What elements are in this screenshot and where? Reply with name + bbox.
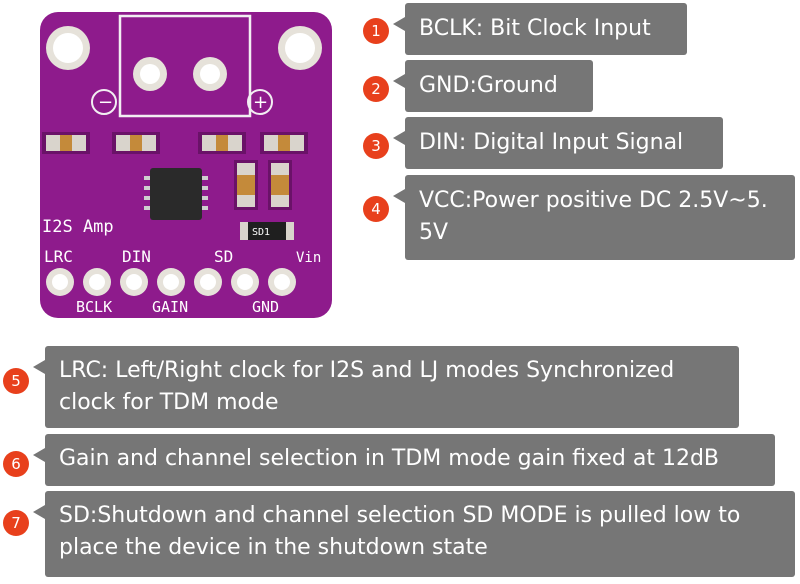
amplifier-chip <box>150 168 202 220</box>
callout-din: DIN: Digital Input Signal <box>393 117 723 169</box>
callout-lrc-line1: LRC: Left/Right clock for I2S and LJ mod… <box>59 358 675 383</box>
board-title: I2S Amp <box>42 217 114 237</box>
resistor-marking: SD1 <box>252 227 270 238</box>
plus-symbol: + <box>253 92 268 113</box>
pin-label-sd: SD <box>214 247 233 266</box>
badge-5: 5 <box>3 368 29 394</box>
badge-4: 4 <box>363 196 389 222</box>
minus-symbol: − <box>98 92 113 113</box>
pin-label-vin: Vin <box>296 250 321 266</box>
callout-sd-line1: SD:Shutdown and channel selection SD MOD… <box>59 503 741 528</box>
callout-gnd: GND:Ground <box>393 60 593 112</box>
callout-bclk-text: BCLK: Bit Clock Input <box>419 16 651 41</box>
pcb <box>40 12 332 318</box>
amplifier-board: − + SD1 I2S Amp LRC DIN SD Vin <box>40 12 332 318</box>
callout-din-text: DIN: Digital Input Signal <box>419 130 684 155</box>
callout-gnd-text: GND:Ground <box>419 73 558 98</box>
resistor <box>240 222 294 240</box>
badge-3: 3 <box>363 133 389 159</box>
capacitor-row <box>42 132 308 154</box>
vertical-capacitors <box>234 160 292 210</box>
badge-2: 2 <box>363 76 389 102</box>
pin-label-bclk: BCLK <box>76 298 112 316</box>
badge-6: 6 <box>3 451 29 477</box>
badge-7: 7 <box>3 510 29 536</box>
callout-gain-text: Gain and channel selection in TDM mode g… <box>59 446 720 471</box>
callout-sd-line2: place the device in the shutdown state <box>59 535 488 560</box>
callout-gain: Gain and channel selection in TDM mode g… <box>33 434 775 486</box>
pin-label-din: DIN <box>122 247 151 266</box>
callout-bclk: BCLK: Bit Clock Input <box>393 3 687 55</box>
terminal-outline <box>118 14 252 118</box>
header-pins <box>46 268 296 296</box>
callout-lrc: LRC: Left/Right clock for I2S and LJ mod… <box>33 346 739 428</box>
pin-label-lrc: LRC <box>44 247 73 266</box>
callout-vcc: VCC:Power positive DC 2.5V~5. 5V <box>393 175 795 260</box>
callout-vcc-line1: VCC:Power positive DC 2.5V~5. <box>419 188 768 213</box>
badge-1: 1 <box>363 18 389 44</box>
pin-label-gain: GAIN <box>152 298 188 316</box>
callout-sd: SD:Shutdown and channel selection SD MOD… <box>33 491 795 577</box>
pin-label-gnd: GND <box>252 298 279 316</box>
callout-lrc-line2: clock for TDM mode <box>59 390 279 415</box>
callout-vcc-line2: 5V <box>419 220 449 245</box>
